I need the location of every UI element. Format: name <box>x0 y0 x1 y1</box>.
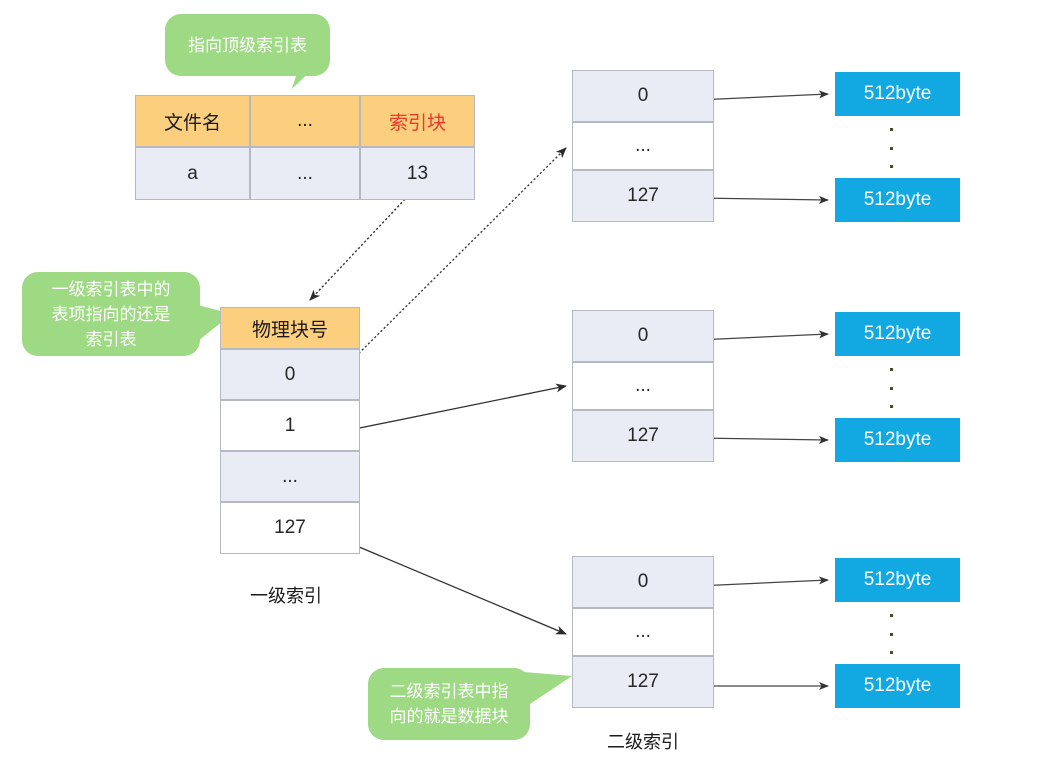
level2-top-entry-0: 0 <box>572 70 714 122</box>
level1-index-header-label: 物理块号 <box>251 319 328 341</box>
level2-bottom-entry-0-value: 0 <box>637 571 649 592</box>
arrow-l2top-row127-to-datablock-2 <box>696 195 829 204</box>
level1-index-caption: 一级索引 <box>250 586 322 606</box>
level2-middle-entry-ellipsis-value: ... <box>635 375 651 396</box>
level-1-index-table: 物理块号 0 1 ... 127 <box>220 307 360 554</box>
level1-index-entry-127: 127 <box>220 502 360 554</box>
file-table-header-filename: 文件名 <box>135 95 250 147</box>
level1-index-entry-0-value: 0 <box>284 363 296 385</box>
data-block-middle-2-label: 512byte <box>863 429 932 450</box>
data-block-bottom-2-label: 512byte <box>863 675 932 696</box>
level1-index-entry-1: 1 <box>220 400 360 451</box>
file-table-cell-ellipsis-value: ... <box>297 162 313 184</box>
callout-level1-text: 一级索引表中的 表项指向的还是 索引表 <box>51 279 171 349</box>
level2-middle-entry-0-value: 0 <box>637 325 649 346</box>
arrow-l2bot-row0-to-datablock-1 <box>696 576 829 587</box>
callout-level1: 一级索引表中的 表项指向的还是 索引表 <box>22 272 200 356</box>
level2-table-bottom: 0 ... 127 <box>572 556 714 708</box>
level1-index-entry-127-value: 127 <box>274 517 306 538</box>
callout-level2-tail <box>524 672 572 708</box>
file-table-header-filename-label: 文件名 <box>163 112 221 134</box>
level2-top-entry-0-value: 0 <box>637 85 649 106</box>
callout-top-index: 指向顶级索引表 <box>165 14 330 76</box>
data-block-middle-1-label: 512byte <box>863 323 932 344</box>
data-block-bottom-2: 512byte <box>835 664 960 708</box>
data-block-top-2-label: 512byte <box>863 189 932 210</box>
level2-bottom-entry-127: 127 <box>572 656 714 708</box>
data-block-top-1-label: 512byte <box>863 83 932 104</box>
level2-index-caption: 二级索引 <box>607 732 679 752</box>
level1-index-entry-0: 0 <box>220 349 360 400</box>
file-table-cell-filename: a <box>135 147 250 200</box>
file-directory-table: 文件名 ... 索引块 a ... 13 <box>135 95 475 200</box>
arrow-l2mid-row0-to-datablock-1 <box>696 330 829 341</box>
data-blocks-middle-ellipsis-icon <box>888 368 894 408</box>
callout-level2-text: 二级索引表中指 向的就是数据块 <box>389 682 509 726</box>
level2-top-entry-ellipsis-value: ... <box>635 135 651 156</box>
arrow-l2top-row0-to-datablock-1 <box>696 90 829 101</box>
data-block-bottom-1: 512byte <box>835 558 960 602</box>
level2-bottom-entry-ellipsis: ... <box>572 608 714 656</box>
level2-middle-entry-0: 0 <box>572 310 714 362</box>
file-table-header-ellipsis: ... <box>250 95 360 147</box>
data-blocks-bottom-ellipsis-icon <box>888 614 894 654</box>
data-block-bottom-1-label: 512byte <box>863 569 932 590</box>
file-table-cell-indexblock-value: 13 <box>406 162 429 184</box>
level1-index-header: 物理块号 <box>220 307 360 349</box>
level2-table-middle: 0 ... 127 <box>572 310 714 462</box>
callout-top-index-text: 指向顶级索引表 <box>188 35 307 55</box>
callout-level2: 二级索引表中指 向的就是数据块 <box>368 668 530 740</box>
level2-top-entry-127: 127 <box>572 170 714 222</box>
level1-index-entry-ellipsis-value: ... <box>282 465 298 487</box>
level2-middle-entry-ellipsis: ... <box>572 362 714 410</box>
level2-top-entry-127-value: 127 <box>627 185 659 206</box>
file-table-header-ellipsis-label: ... <box>297 110 313 131</box>
level2-bottom-entry-ellipsis-value: ... <box>635 621 651 642</box>
arrow-level1-row1-to-level2-middle <box>339 383 567 433</box>
file-table-header-indexblock-label: 索引块 <box>388 112 446 134</box>
level1-index-entry-ellipsis: ... <box>220 451 360 502</box>
arrow-file-to-level1 <box>309 195 409 301</box>
level2-middle-entry-127-value: 127 <box>627 425 659 446</box>
level2-middle-entry-127: 127 <box>572 410 714 462</box>
file-table-cell-indexblock: 13 <box>360 147 475 200</box>
file-table-cell-filename-value: a <box>187 162 198 184</box>
file-table-header-indexblock: 索引块 <box>360 95 475 147</box>
data-block-top-1: 512byte <box>835 72 960 116</box>
arrow-l2mid-row127-to-datablock-2 <box>696 435 829 444</box>
data-block-middle-2: 512byte <box>835 418 960 462</box>
file-table-cell-ellipsis: ... <box>250 147 360 200</box>
level2-top-entry-ellipsis: ... <box>572 122 714 170</box>
arrow-level1-row127-to-level2-bottom <box>351 543 567 635</box>
data-blocks-top-ellipsis-icon <box>888 128 894 168</box>
level2-table-top: 0 ... 127 <box>572 70 714 222</box>
level1-index-entry-1-value: 1 <box>284 414 296 436</box>
data-block-top-2: 512byte <box>835 178 960 222</box>
data-block-middle-1: 512byte <box>835 312 960 356</box>
level2-bottom-entry-0: 0 <box>572 556 714 608</box>
level2-bottom-entry-127-value: 127 <box>627 671 659 692</box>
